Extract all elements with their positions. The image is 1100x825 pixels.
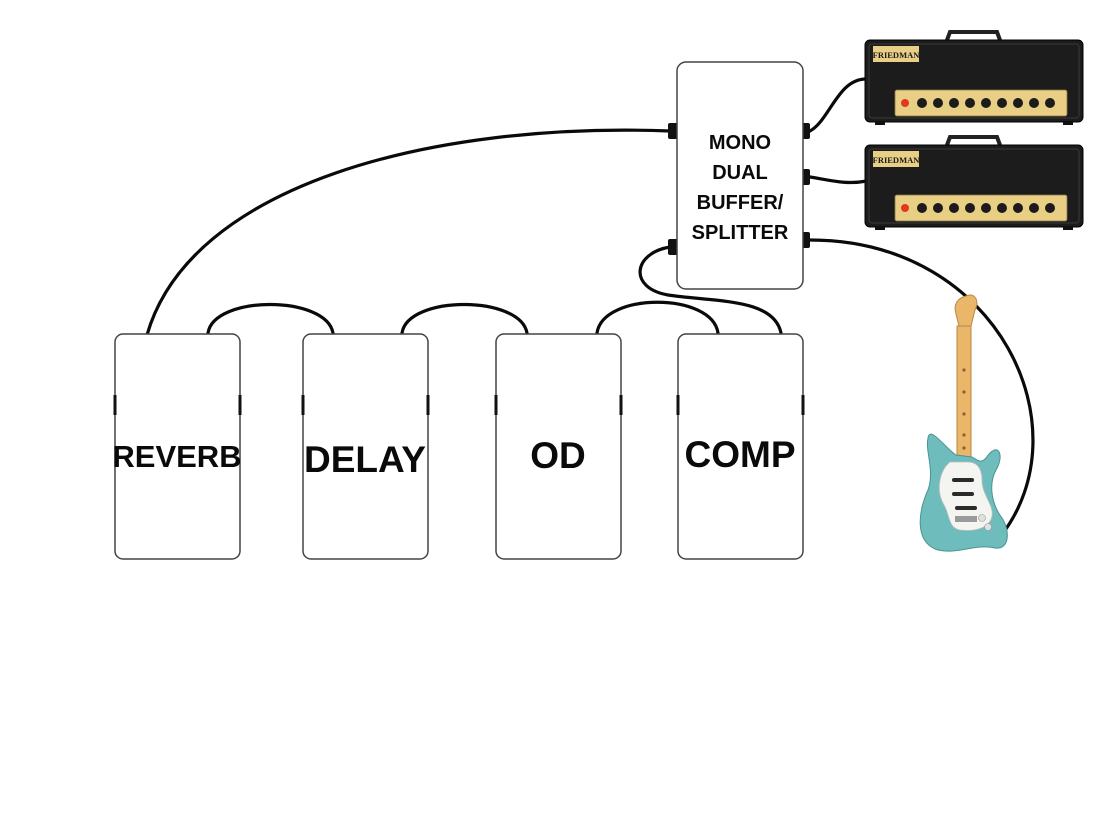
cable-reverb-to-delay	[206, 302, 335, 335]
cable-delay-to-od	[400, 302, 529, 335]
splitter-label-line-3: BUFFER/	[697, 192, 784, 214]
cables	[145, 77, 1035, 539]
pedal-reverb: REVERB	[112, 333, 242, 560]
cable-splitter-to-reverb	[145, 128, 672, 337]
amp-head-2: FRIEDMAN	[864, 135, 1084, 230]
pedal-jack-marks	[113, 395, 805, 415]
pedal-label-od: OD	[530, 435, 586, 476]
electric-guitar-icon	[919, 294, 1008, 552]
amp-1-brand-logo: FRIEDMAN	[873, 50, 921, 60]
cable-od-to-comp	[595, 300, 720, 335]
amp-2-brand-logo: FRIEDMAN	[873, 155, 921, 165]
cable-splitter-to-amp-1	[808, 77, 869, 133]
amp-head-1: FRIEDMAN	[864, 30, 1084, 125]
cable-guitar-to-splitter	[808, 238, 1035, 539]
pedal-od: OD	[495, 333, 622, 560]
splitter-label-line-1: MONO	[709, 132, 771, 154]
pedal-delay: DELAY	[302, 333, 429, 560]
pedal-label-comp: COMP	[685, 434, 796, 475]
pedal-label-delay: DELAY	[304, 439, 426, 480]
buffer-splitter-box: MONO DUAL BUFFER/ SPLITTER	[676, 61, 804, 290]
pedal-label-reverb: REVERB	[112, 439, 241, 474]
cable-splitter-to-amp-2	[808, 175, 869, 185]
cable-comp-to-splitter	[638, 245, 783, 335]
splitter-label-line-4: SPLITTER	[692, 222, 789, 244]
splitter-label-line-2: DUAL	[712, 162, 768, 184]
pedal-comp: COMP	[677, 333, 804, 560]
